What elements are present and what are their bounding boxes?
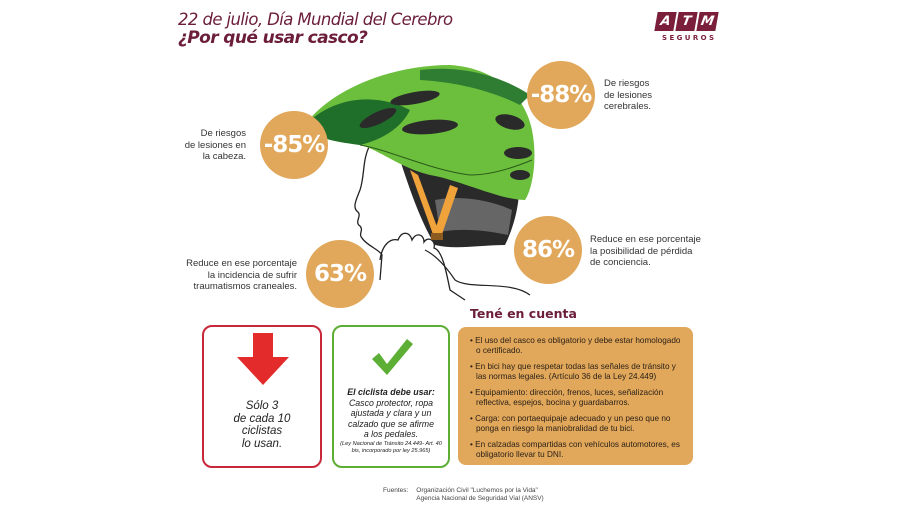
requirements-card: El ciclista debe usar: Casco protector, …: [332, 325, 450, 468]
stat-circle-head-injury: -85%: [260, 111, 328, 179]
sources: Fuentes: Organización Civil "Luchemos po…: [383, 487, 544, 503]
checkmark-icon: [372, 339, 413, 375]
logo-letter: M: [696, 12, 719, 31]
stat-label-head-injury: De riesgos de lesiones en la cabeza.: [184, 128, 246, 162]
tip-item: Equipamiento: dirección, frenos, luces, …: [470, 388, 683, 408]
tip-item: En calzadas compartidas con vehículos au…: [470, 440, 683, 460]
stat-circle-consciousness: 86%: [514, 216, 582, 284]
stat-label-cranial-trauma: Reduce en ese porcentaje la incidencia d…: [186, 258, 297, 292]
usage-card: Sólo 3 de cada 10 ciclistas lo usan.: [202, 325, 322, 468]
stat-circle-cranial-trauma: 63%: [306, 240, 374, 308]
title-date: 22 de julio, Día Mundial del Cerebro: [178, 10, 453, 29]
tips-panel: El uso del casco es obligatorio y debe e…: [458, 327, 693, 465]
logo-letter: T: [675, 12, 698, 31]
title-question: ¿Por qué usar casco?: [178, 28, 368, 48]
logo-letter: A: [654, 12, 677, 31]
stat-label-brain-injury: De riesgos de lesiones cerebrales.: [604, 78, 653, 112]
source-item: Organización Civil "Luchemos por la Vida…: [416, 487, 538, 494]
atm-seguros-logo: A T M SEGUROS: [654, 12, 719, 48]
sources-label: Fuentes:: [383, 487, 409, 494]
stat-circle-brain-injury: -88%: [527, 61, 595, 129]
helmet-head-illustration: [305, 65, 535, 301]
tip-item: El uso del casco es obligatorio y debe e…: [470, 336, 683, 356]
down-arrow-icon: [237, 333, 289, 385]
tips-title: Tené en cuenta: [470, 306, 577, 321]
usage-text: Sólo 3 de cada 10 ciclistas lo usan.: [233, 400, 291, 450]
logo-subtitle: SEGUROS: [662, 34, 717, 42]
tip-item: Carga: con portaequipaje adecuado y un p…: [470, 414, 683, 434]
stat-label-consciousness: Reduce en ese porcentaje la posibilidad …: [590, 234, 701, 268]
source-item: Agencia Nacional de Seguridad Vial (ANSV…: [416, 495, 544, 502]
tip-item: En bici hay que respetar todas las señal…: [470, 362, 683, 382]
requirements-text: El ciclista debe usar: Casco protector, …: [340, 387, 442, 454]
